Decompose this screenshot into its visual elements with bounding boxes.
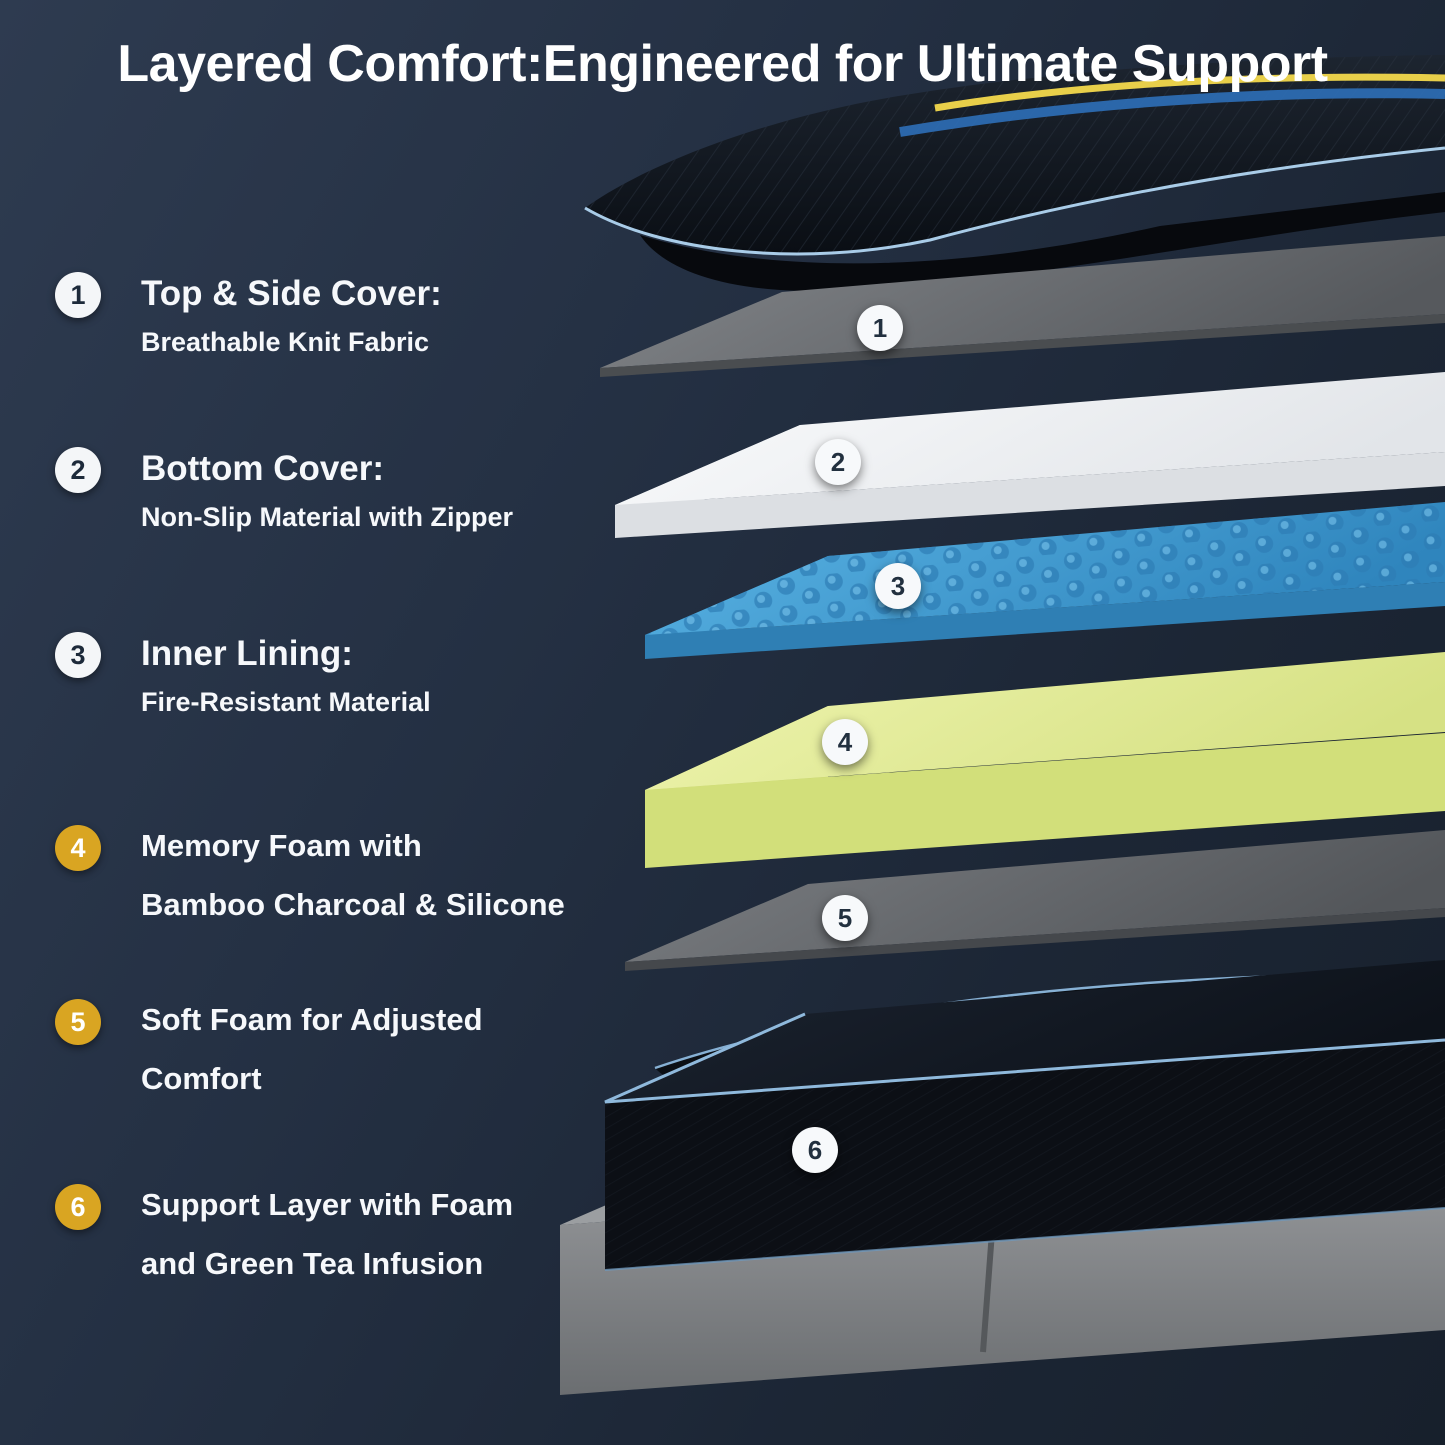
legend-heading: Inner Lining: [141,634,353,673]
legend-heading: Soft Foam for Adjusted [141,1002,483,1037]
layer-marker-1: 1 [857,305,903,351]
legend-badge-4: 4 [55,825,101,871]
layer-top-side-cover [584,55,1445,292]
layer-marker-4: 4 [822,719,868,765]
legend-badge-2: 2 [55,447,101,493]
legend-item-top-side-cover: 1 Top & Side Cover: Breathable Knit Fabr… [55,272,442,358]
legend-heading: Memory Foam with [141,828,422,863]
legend-item-bottom-cover: 2 Bottom Cover: Non-Slip Material with Z… [55,447,513,533]
legend-badge-6: 6 [55,1184,101,1230]
layer-marker-6: 6 [792,1127,838,1173]
layer-marker-2: 2 [815,439,861,485]
legend-subtext: Non-Slip Material with Zipper [141,502,514,533]
layer-marker-3: 3 [875,563,921,609]
page-title: Layered Comfort:Engineered for Ultimate … [117,35,1328,93]
legend-badge-1: 1 [55,272,101,318]
layer-memory-foam [645,652,1445,868]
legend-subtext: Bamboo Charcoal & Silicone [141,887,565,923]
legend-heading: Bottom Cover: [141,449,385,488]
legend-badge-3: 3 [55,632,101,678]
legend-item-inner-lining: 3 Inner Lining: Fire-Resistant Material [55,632,431,718]
legend-item-support-layer: 6 Support Layer with Foam and Green Tea … [55,1184,513,1282]
legend-subtext: Fire-Resistant Material [141,687,431,718]
layer-gray-sheet [600,236,1445,377]
legend-subtext: and Green Tea Infusion [141,1246,484,1282]
layer-inner-lining [645,502,1445,659]
legend-subtext: Comfort [141,1061,262,1097]
legend-heading: Support Layer with Foam [141,1187,514,1222]
legend-item-memory-foam: 4 Memory Foam with Bamboo Charcoal & Sil… [55,825,565,923]
legend-subtext: Breathable Knit Fabric [141,327,430,358]
layer-marker-5: 5 [822,895,868,941]
legend-badge-5: 5 [55,999,101,1045]
legend-item-soft-foam: 5 Soft Foam for Adjusted Comfort [55,999,483,1097]
layer-support-mattress [604,960,1445,1271]
legend-heading: Top & Side Cover: [141,274,442,313]
